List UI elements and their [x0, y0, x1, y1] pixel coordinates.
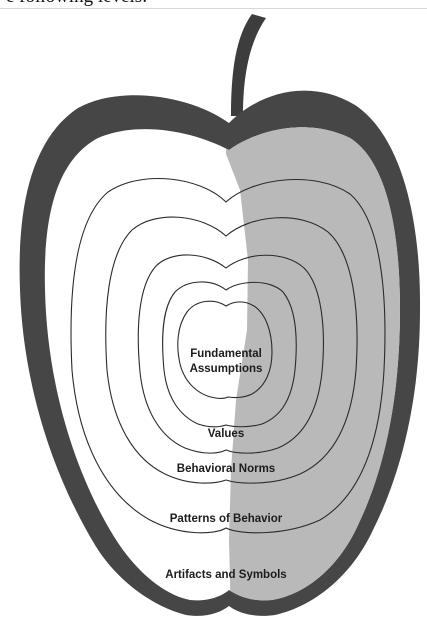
- label-patterns-of-behavior: Patterns of Behavior: [170, 513, 283, 525]
- label-assumptions: Assumptions: [190, 363, 263, 375]
- label-fundamental: Fundamental: [190, 348, 262, 360]
- label-behavioral-norms: Behavioral Norms: [177, 463, 275, 475]
- label-artifacts-and-symbols: Artifacts and Symbols: [165, 569, 286, 581]
- label-values: Values: [208, 428, 244, 440]
